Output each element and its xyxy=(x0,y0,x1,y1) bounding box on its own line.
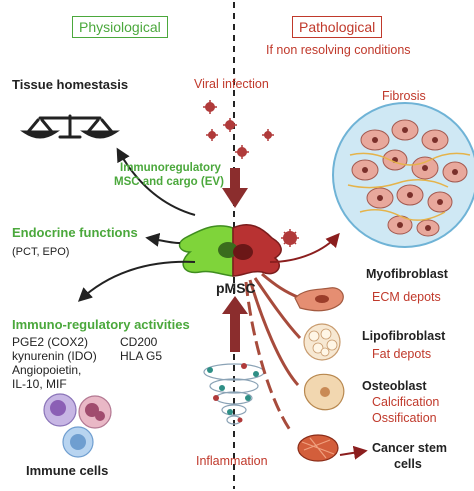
physiological-header: Physiological xyxy=(72,16,168,38)
ossification-label: Ossification xyxy=(372,411,437,425)
immuno-item: kynurenin (IDO) xyxy=(12,349,97,363)
viral-infection-label: Viral infection xyxy=(194,77,269,91)
immuno-item: PGE2 (COX2) xyxy=(12,335,89,349)
arrow-to-immuno xyxy=(77,260,196,302)
immunoregulatory-label-line1: Immunoregulatory xyxy=(120,162,221,174)
lipofibroblast-cell-image xyxy=(303,323,341,361)
immuno-item: Angiopoietin, xyxy=(12,363,82,377)
viral-down-arrow xyxy=(222,168,248,208)
cancer-stem-cells-image xyxy=(297,434,339,462)
pathological-header: Pathological xyxy=(292,16,383,38)
osteoblast-label: Osteoblast xyxy=(362,379,427,393)
scale-icon xyxy=(20,114,120,139)
arrow-to-endocrine xyxy=(145,232,181,247)
endocrine-sub-label: (PCT, EPO) xyxy=(12,246,70,258)
fibrosis-label: Fibrosis xyxy=(382,89,426,103)
calcification-label: Calcification xyxy=(372,395,440,409)
endocrine-functions-label: Endocrine functions xyxy=(12,225,138,240)
inflammation-swirl-image xyxy=(203,363,265,425)
arrow-to-osteoblast xyxy=(248,279,300,387)
fat-depots-label: Fat depots xyxy=(372,347,432,361)
cancer-stem-label-line2: cells xyxy=(394,457,422,471)
arrow-to-tissue xyxy=(116,147,196,216)
cancer-stem-label-line1: Cancer stem xyxy=(372,441,448,455)
immuno-item: CD200 xyxy=(120,335,158,349)
arrow-to-fibrosis xyxy=(269,232,340,263)
immuno-item: HLA G5 xyxy=(120,349,163,363)
lipofibroblast-label: Lipofibroblast xyxy=(362,329,446,343)
myofibroblast-label: Myofibroblast xyxy=(366,267,448,281)
ecm-depots-label: ECM depots xyxy=(372,290,441,304)
arrow-to-lipofibroblast xyxy=(253,277,302,340)
immuno-item: IL-10, MIF xyxy=(12,377,67,391)
immune-cells-image xyxy=(43,393,112,458)
inflammation-label: Inflammation xyxy=(196,454,268,468)
arrow-to-cancer-cells xyxy=(244,281,292,431)
pathological-subtitle: If non resolving conditions xyxy=(266,43,411,57)
tissue-homeostasis-label: Tissue homestasis xyxy=(12,77,129,92)
osteoblast-cell-image xyxy=(303,373,345,411)
arrow-cancer-label xyxy=(339,445,368,460)
virus-particles xyxy=(203,100,299,247)
myofibroblast-cell-image xyxy=(294,287,344,312)
immuno-regulatory-label: Immuno-regulatory activities xyxy=(12,317,190,332)
immunoregulatory-label-line2: MSC and cargo (EV) xyxy=(114,176,224,188)
inflammation-up-arrow xyxy=(222,296,248,352)
fibrosis-tissue-image xyxy=(332,102,474,248)
pmsc-label: pMSC xyxy=(216,280,256,296)
pmsc-cell xyxy=(178,224,282,277)
immune-cells-label: Immune cells xyxy=(26,463,109,478)
